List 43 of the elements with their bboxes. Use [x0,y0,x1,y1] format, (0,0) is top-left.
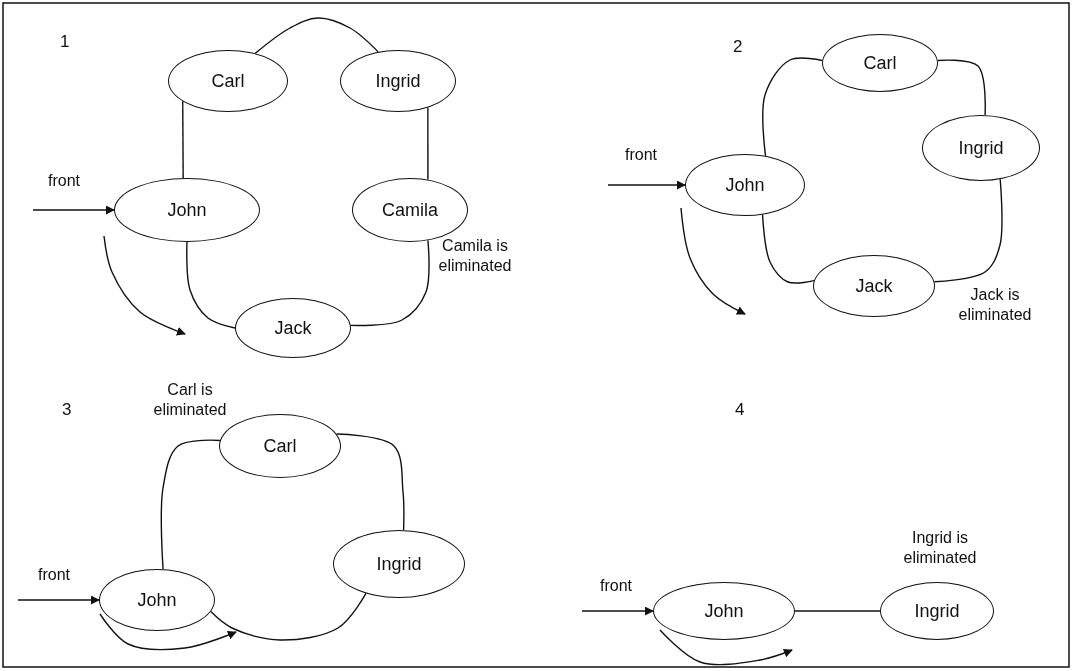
connector-line [182,100,184,179]
edge-label: front [625,146,657,164]
node-label: Carl [263,435,297,457]
edge-label: front [38,566,70,584]
step-number: 3 [62,400,72,420]
node-label: Jack [855,275,893,297]
status-note: Carl is eliminated [152,380,228,420]
edge-label: front [600,577,632,595]
node-label: John [137,589,177,611]
node-label: Ingrid [375,70,421,92]
connector-line [160,439,221,570]
connector-line [350,239,430,327]
status-note: Ingrid is eliminated [902,528,978,568]
arrow [32,205,115,215]
connector-line [762,57,823,157]
status-note: Camila is eliminated [437,236,513,276]
connector-line [335,433,405,531]
node-label: Camila [382,199,438,221]
node-label: Carl [863,52,897,74]
connector-line [254,17,379,55]
node-label: Ingrid [914,600,960,622]
connector-line [794,610,881,612]
node-label: Ingrid [376,553,422,575]
arrow [581,606,654,616]
node-label: John [167,199,207,221]
node-label: John [725,174,765,196]
step-number: 2 [733,37,743,57]
edge-label: front [48,172,80,190]
arrow [17,595,100,605]
arrow [607,180,686,190]
connector-line [427,106,429,181]
node-label: Jack [274,317,312,339]
node-label: John [704,600,744,622]
connector-line [761,213,815,284]
connector-line [933,178,1003,283]
status-note: Jack is eliminated [957,285,1033,325]
node-label: Carl [211,70,245,92]
connector-line [937,59,986,116]
connector-line [210,592,367,641]
node-label: Ingrid [958,137,1004,159]
connector-line [186,241,236,329]
step-number: 1 [60,32,70,52]
step-number: 4 [735,400,745,420]
